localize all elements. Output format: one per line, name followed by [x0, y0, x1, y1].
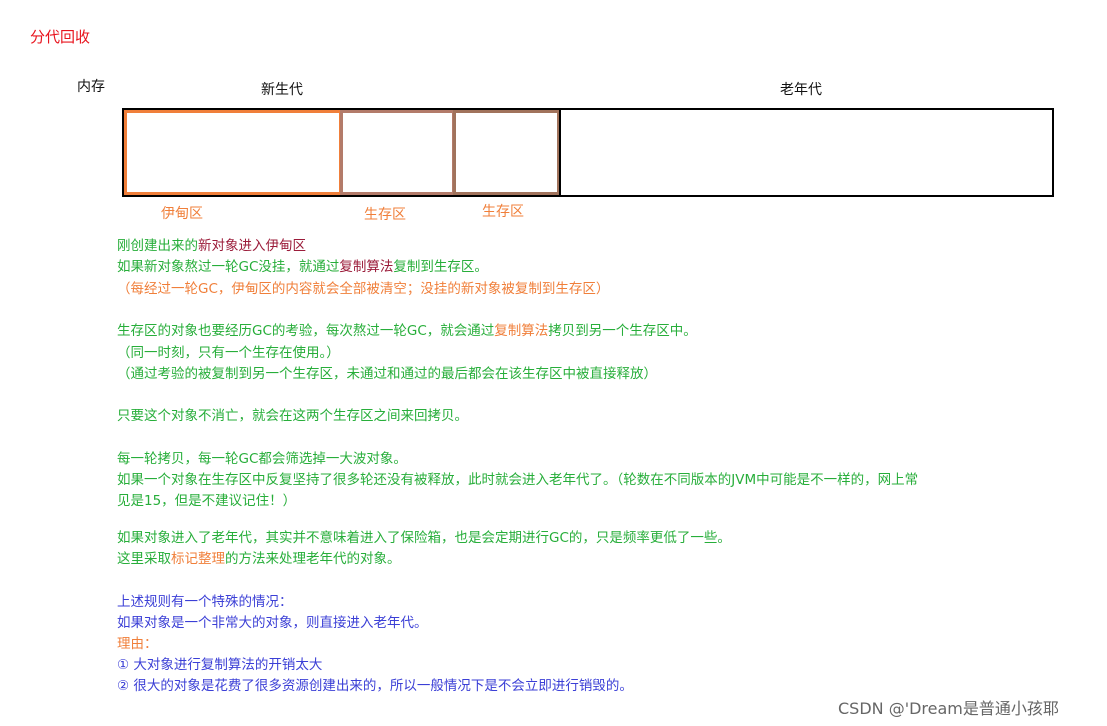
survivor-2-label: 生存区	[482, 204, 524, 220]
survivor-region-2	[453, 110, 560, 195]
note-line-4: 生存区的对象也要经历GC的考验，每次熬过一轮GC，就会通过复制算法拷贝到另一个生…	[117, 322, 697, 340]
eden-region	[124, 110, 342, 195]
note-line-8: 每一轮拷贝，每一轮GC都会筛选掉一大波对象。	[117, 451, 407, 467]
note-highlight: 新对象进入伊甸区	[198, 238, 306, 254]
note-text: 复制到生存区。	[393, 259, 488, 275]
note-highlight: 复制算法	[494, 323, 549, 339]
memory-label: 内存	[77, 79, 105, 95]
survivor-region-1	[340, 110, 455, 195]
old-gen-label: 老年代	[780, 82, 822, 98]
note-line-16: ① 大对象进行复制算法的开销太大	[117, 657, 323, 673]
note-line-9: 如果一个对象在生存区中反复坚持了很多轮还没有被释放，此时就会进入老年代了。（轮数…	[117, 472, 919, 488]
note-text: 拷贝到另一个生存区中。	[548, 323, 697, 339]
young-gen-label: 新生代	[261, 82, 303, 98]
note-text: 如果新对象熬过一轮GC没挂，就通过	[117, 259, 340, 275]
note-line-5: （同一时刻，只有一个生存在使用。）	[117, 345, 340, 361]
note-text: 的方法来处理老年代的对象。	[225, 551, 401, 567]
watermark: CSDN @'Dream是普通小孩耶	[838, 699, 1059, 718]
survivor-1-label: 生存区	[364, 207, 406, 223]
note-line-3: （每经过一轮GC，伊甸区的内容就会全部被清空；没挂的新对象被复制到生存区）	[117, 281, 610, 297]
note-line-13: 上述规则有一个特殊的情况：	[117, 594, 293, 610]
note-line-17: ② 很大的对象是花费了很多资源创建出来的，所以一般情况下是不会立即进行销毁的。	[117, 678, 633, 694]
note-line-12: 这里采取标记整理的方法来处理老年代的对象。	[117, 550, 401, 568]
note-line-2: 如果新对象熬过一轮GC没挂，就通过复制算法复制到生存区。	[117, 258, 488, 276]
note-highlight: 标记整理	[171, 551, 225, 567]
note-line-1: 刚创建出来的新对象进入伊甸区	[117, 237, 306, 255]
note-line-14: 如果对象是一个非常大的对象，则直接进入老年代。	[117, 615, 428, 631]
note-line-15: 理由：	[117, 636, 158, 652]
memory-block	[122, 108, 1054, 197]
note-line-10: 见是15，但是不建议记住！）	[117, 493, 297, 509]
note-text: 刚创建出来的	[117, 238, 198, 254]
note-text: 生存区的对象也要经历GC的考验，每次熬过一轮GC，就会通过	[117, 323, 495, 339]
note-line-11: 如果对象进入了老年代，其实并不意味着进入了保险箱，也是会定期进行GC的，只是频率…	[117, 530, 731, 546]
eden-label: 伊甸区	[161, 206, 203, 222]
note-highlight: 复制算法	[339, 259, 394, 275]
page-title: 分代回收	[30, 28, 91, 46]
note-line-6: （通过考验的被复制到另一个生存区，未通过和通过的最后都会在该生存区中被直接释放）	[117, 366, 657, 382]
note-line-7: 只要这个对象不消亡，就会在这两个生存区之间来回拷贝。	[117, 408, 468, 424]
young-old-divider	[559, 108, 561, 197]
note-text: 这里采取	[117, 551, 171, 567]
